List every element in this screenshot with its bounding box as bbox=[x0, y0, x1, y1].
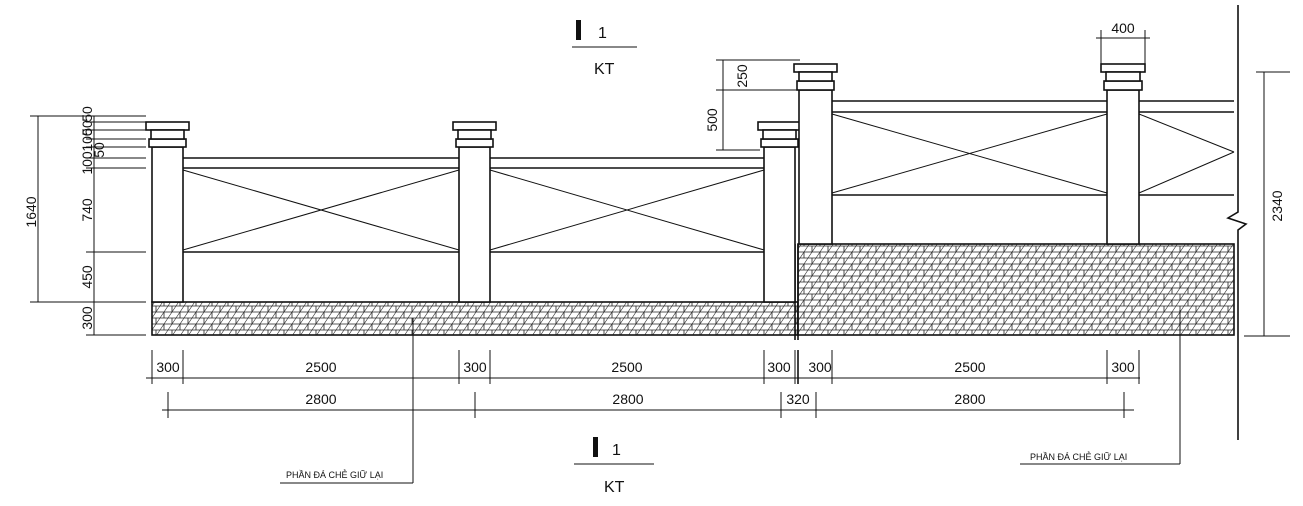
post-1 bbox=[145, 121, 190, 303]
dim-row1-6: 2500 bbox=[954, 359, 985, 375]
dim-row1-0: 300 bbox=[156, 359, 180, 375]
top-width-dimension bbox=[1096, 30, 1150, 64]
dim-left-v4: 100 bbox=[79, 151, 95, 175]
dim-mid-250: 250 bbox=[734, 64, 750, 88]
right-dimension bbox=[1244, 71, 1290, 337]
dim-left-v0: 50 bbox=[79, 106, 95, 122]
post-4 bbox=[793, 63, 838, 245]
dim-row2-2: 320 bbox=[786, 391, 810, 407]
dim-row1-7: 300 bbox=[1111, 359, 1135, 375]
right-fence-rails bbox=[831, 100, 1235, 196]
dim-left-v6: 450 bbox=[79, 265, 95, 289]
wall-break-line bbox=[1226, 5, 1248, 440]
horizontal-dimension-row-1 bbox=[146, 350, 1140, 384]
stone-base-right bbox=[797, 243, 1235, 336]
section-mark-top bbox=[572, 20, 637, 48]
dim-row1-4: 300 bbox=[767, 359, 791, 375]
dim-row1-3: 2500 bbox=[611, 359, 642, 375]
horizontal-dimension-row-2 bbox=[162, 392, 1134, 418]
dim-left-total: 1640 bbox=[23, 196, 39, 227]
dim-row2-3: 2800 bbox=[954, 391, 985, 407]
note-right: PHẦN ĐÁ CHẺ GIỮ LẠI bbox=[1030, 451, 1127, 462]
post-2 bbox=[452, 121, 497, 303]
section-top-number: 1 bbox=[598, 25, 607, 42]
dim-left-v5: 740 bbox=[79, 198, 95, 222]
dim-row1-2: 300 bbox=[463, 359, 487, 375]
stone-base-left bbox=[151, 301, 799, 336]
post-3 bbox=[757, 121, 802, 303]
dim-row2-1: 2800 bbox=[612, 391, 643, 407]
left-dimension-chain bbox=[30, 115, 146, 336]
note-right-leader bbox=[1020, 310, 1181, 465]
middle-dimension-chain bbox=[716, 59, 800, 151]
section-mark-bottom bbox=[574, 437, 654, 465]
dim-row2-0: 2800 bbox=[305, 391, 336, 407]
note-left: PHẦN ĐÁ CHẺ GIỮ LẠI bbox=[286, 469, 383, 480]
note-left-leader bbox=[280, 318, 414, 484]
dim-left-v2: 100 bbox=[79, 128, 95, 152]
dim-row1-5: 300 bbox=[808, 359, 832, 375]
section-bottom-sheet: KT bbox=[604, 479, 625, 496]
dim-row1-1: 2500 bbox=[305, 359, 336, 375]
section-bottom-number: 1 bbox=[612, 442, 621, 459]
post-5 bbox=[1100, 63, 1146, 245]
dim-left-v1: 50 bbox=[79, 120, 95, 136]
dim-right-total: 2340 bbox=[1269, 190, 1285, 221]
dim-top-400: 400 bbox=[1111, 20, 1135, 36]
dim-left-v3: 50 bbox=[91, 142, 107, 158]
dim-mid-500: 500 bbox=[704, 108, 720, 132]
dim-left-v7: 300 bbox=[79, 306, 95, 330]
section-top-sheet: KT bbox=[594, 61, 615, 78]
